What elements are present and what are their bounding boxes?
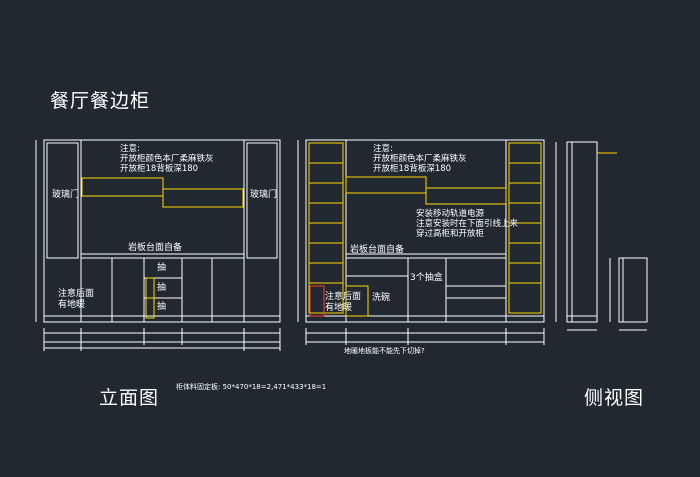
drawer-label-1: 抽	[157, 263, 167, 273]
front-view-title: 立面图	[99, 387, 160, 409]
left-dimensions	[35, 140, 281, 351]
side-view	[555, 141, 648, 331]
right-countertop-label: 岩板台面自备	[350, 245, 405, 255]
warning-box	[309, 285, 325, 317]
right-open-shelves	[308, 142, 542, 317]
warning-note: 地暖地板能不能先下切掉?	[344, 347, 425, 355]
material-note: 柜体料固定板: 50*470*18=2,471*433*18=1	[176, 383, 327, 391]
page-title: 餐厅餐边柜	[50, 90, 151, 112]
right-dimensions	[297, 140, 545, 345]
right-back-note: 注意后面 有地暖	[325, 292, 362, 313]
drawer-label-3: 抽	[157, 302, 167, 312]
three-drawers-label: 3个抽盒	[410, 273, 443, 283]
dishwasher-label: 洗碗	[372, 293, 391, 303]
track-note: 安装移动轨道电源 注意安装时在下面引线上来 穿过高柜和开放柜	[416, 209, 519, 239]
left-glass-door-label: 玻璃门	[52, 190, 80, 200]
side-view-title: 侧视图	[584, 387, 645, 409]
right-note: 注意: 开放柜颜色本厂柔麻铁灰 开放柜18背板深180	[373, 144, 467, 174]
left-open-shelves	[81, 177, 244, 319]
right-glass-door-label: 玻璃门	[250, 190, 278, 200]
drawer-label-2: 抽	[157, 283, 167, 293]
left-note: 注意: 开放柜颜色本厂柔麻铁灰 开放柜18背板深180	[120, 144, 214, 174]
left-back-note: 注意后面 有地暖	[58, 289, 95, 310]
left-countertop-label: 岩板台面自备	[128, 243, 183, 253]
